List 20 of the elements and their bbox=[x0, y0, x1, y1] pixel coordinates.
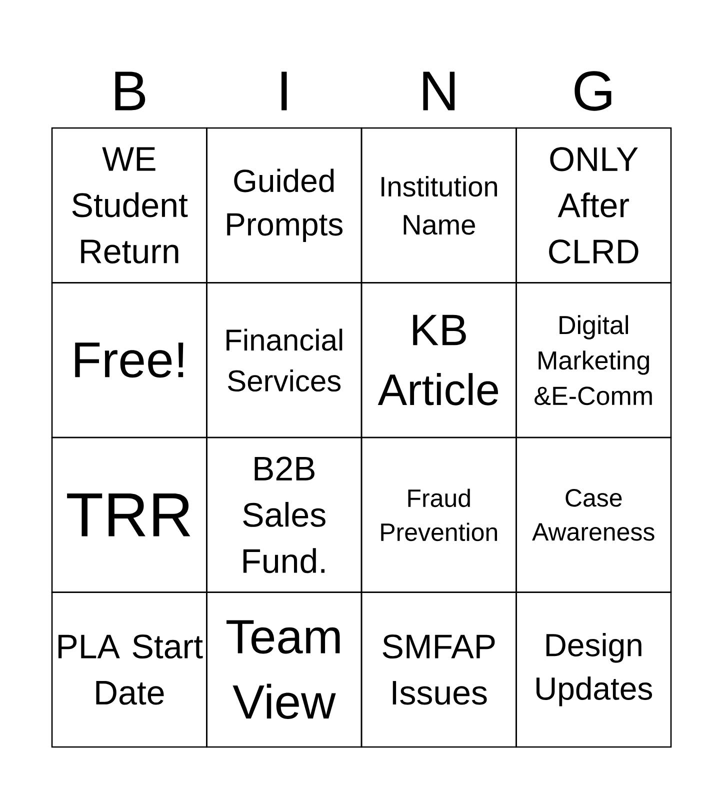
bingo-cell: Free! bbox=[51, 282, 208, 438]
bingo-cell: Fraud Prevention bbox=[360, 436, 517, 593]
bingo-cell: KB Article bbox=[360, 282, 517, 438]
bingo-cell: Institution Name bbox=[360, 127, 517, 284]
bingo-cell: ONLY After CLRD bbox=[516, 127, 672, 284]
column-letter: I bbox=[282, 72, 287, 110]
bingo-cell: Guided Prompts bbox=[206, 127, 362, 284]
bingo-cell: TRR bbox=[51, 436, 208, 593]
column-letter: G bbox=[574, 71, 612, 111]
bingo-cell: Team View bbox=[206, 592, 362, 748]
bingo-cell: Design Updates bbox=[516, 592, 672, 748]
bingo-cell: Digital Marketing &E-Comm bbox=[516, 282, 672, 438]
column-letter: B bbox=[115, 72, 146, 110]
bingo-cell: PLA Start Date bbox=[51, 592, 208, 748]
bingo-cell: B2B Sales Fund. bbox=[206, 436, 362, 593]
bingo-cell: Case Awareness bbox=[516, 436, 672, 593]
column-letter: N bbox=[423, 72, 455, 110]
bingo-cell: Financial Services bbox=[206, 282, 362, 438]
bingo-cell: SMFAP Issues bbox=[360, 592, 517, 748]
bingo-cell: WE Student Return bbox=[51, 127, 208, 284]
